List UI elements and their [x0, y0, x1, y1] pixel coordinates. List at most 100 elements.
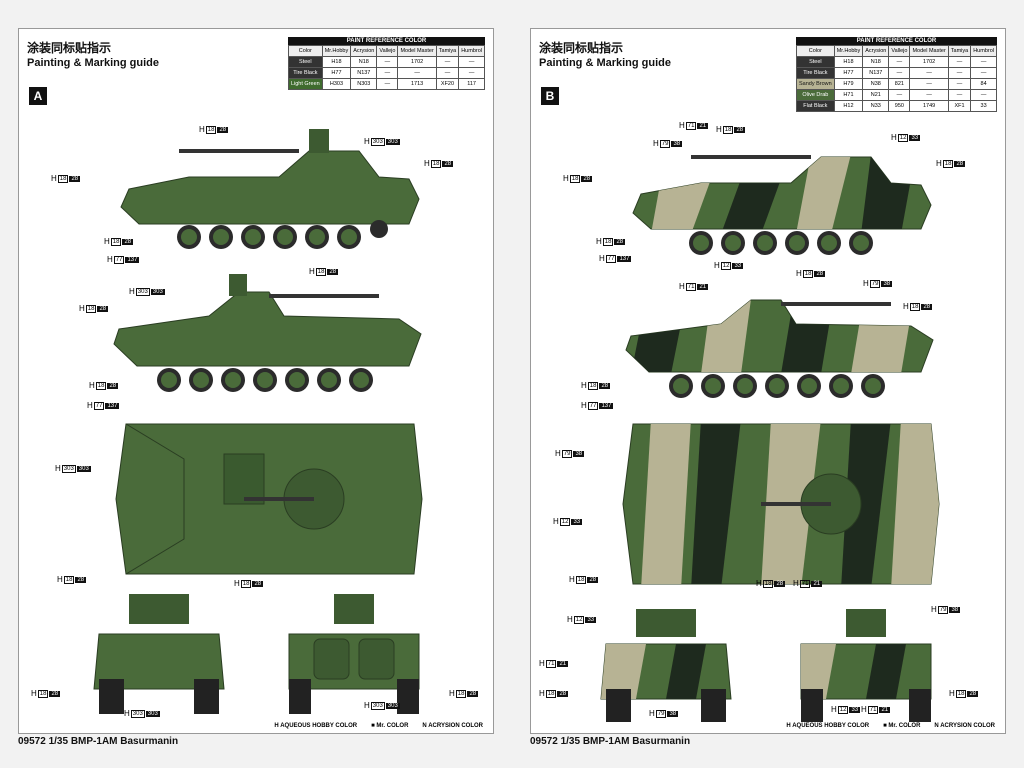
legend-item: ■ Mr. COLOR [883, 723, 921, 729]
title-en: Painting & Marking guide [27, 57, 160, 69]
side-view-right [113, 274, 422, 392]
side-view-left-camo [632, 155, 932, 255]
cell: H77 [321, 67, 352, 79]
top-view-camo [622, 423, 940, 585]
cell: — [970, 56, 997, 68]
table-row: Tire Black H77 N137 — — — — [795, 67, 997, 79]
paint-reference-table: PAINT REFERENCE COLOR Color Mr.Hobby Acr… [795, 37, 997, 112]
table-header: Model Master [397, 45, 437, 57]
title-cn: 涂装同标贴指示 [539, 41, 624, 55]
sheet-b: 涂装同标贴指示 Painting & Marking guide B PAINT… [530, 28, 1006, 734]
cell: N33 [862, 100, 890, 112]
table-row: Steel H18 N18 — 1702 — — [795, 56, 997, 68]
table-header: Model Master [909, 45, 949, 57]
table-row: Light Green H303 N303 — 1713 XF20 117 [287, 78, 485, 90]
cell: — [376, 67, 399, 79]
cell: XF1 [947, 100, 972, 112]
sheet-a: 涂装同标贴指示 Painting & Marking guide A PAINT… [18, 28, 494, 734]
cell: — [435, 67, 460, 79]
color-name: Steel [287, 56, 323, 68]
cell: H71 [833, 89, 864, 101]
cell: — [909, 89, 949, 101]
cell: 117 [458, 78, 485, 90]
color-name: Tire Black [795, 67, 835, 79]
rear-view-camo [800, 609, 932, 722]
cell: 1749 [909, 100, 949, 112]
cell: — [909, 78, 949, 90]
table-header: Vallejo [376, 45, 399, 57]
cell: — [435, 56, 460, 68]
cell: N137 [862, 67, 890, 79]
cell: N38 [862, 78, 890, 90]
color-name: Tire Black [287, 67, 323, 79]
legend-item: H AQUEOUS HOBBY COLOR [786, 723, 870, 729]
table-header: Mr.Hobby [833, 45, 864, 57]
footer-title: 09572 1/35 BMP-1AM Basurmanin [530, 736, 691, 747]
cell: N303 [350, 78, 378, 90]
legend-item: ■ Mr. COLOR [371, 723, 409, 729]
top-view [115, 423, 423, 575]
scheme-badge: B [541, 87, 559, 105]
cell: N137 [350, 67, 378, 79]
table-header: Vallejo [888, 45, 911, 57]
table-header: Tamiya [947, 45, 972, 57]
cell: — [947, 56, 972, 68]
table-header: Humbrol [458, 45, 485, 57]
side-view-right-camo [625, 299, 934, 398]
cell: — [888, 56, 911, 68]
side-view-left [120, 129, 420, 249]
table-caption: PAINT REFERENCE COLOR [795, 37, 997, 45]
cell: — [970, 89, 997, 101]
legend-item: N ACRYSION COLOR [934, 723, 995, 729]
cell: 33 [970, 100, 997, 112]
cell: — [376, 78, 399, 90]
legend-item: N ACRYSION COLOR [422, 723, 483, 729]
table-header: Acrysion [350, 45, 378, 57]
color-name: Sandy Brown [795, 78, 835, 90]
cell: — [888, 67, 911, 79]
table-row: Flat Black H12 N33 950 1749 XF1 33 [795, 100, 997, 112]
cell: 1713 [397, 78, 437, 90]
cell: H77 [833, 67, 864, 79]
cell: 821 [888, 78, 911, 90]
table-row: Sandy Brown H79 N38 821 — — 84 [795, 78, 997, 90]
table-row: Olive Drab H71 N21 — — — — [795, 89, 997, 101]
cell: 1702 [397, 56, 437, 68]
table-caption: PAINT REFERENCE COLOR [287, 37, 485, 45]
legend: H AQUEOUS HOBBY COLOR ■ Mr. COLOR N ACRY… [274, 723, 483, 729]
table-header: Color [287, 45, 323, 57]
title-en: Painting & Marking guide [539, 57, 672, 69]
cell: — [888, 89, 911, 101]
cell: — [458, 56, 485, 68]
cell: 84 [970, 78, 997, 90]
cell: — [458, 67, 485, 79]
scheme-badge: A [29, 87, 47, 105]
